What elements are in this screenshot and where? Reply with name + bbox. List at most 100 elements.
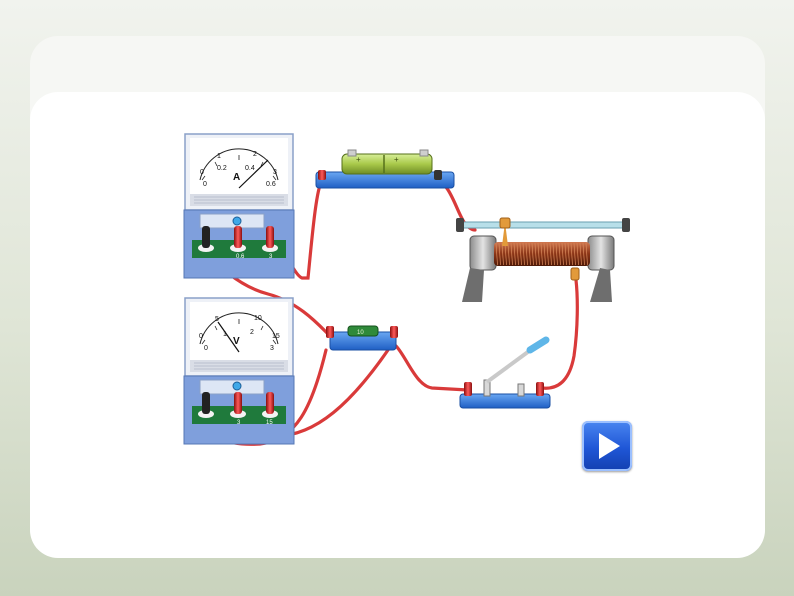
- ammeter-terminal-label-3: 3: [269, 254, 273, 260]
- coil-winding: [528, 242, 531, 266]
- coil-winding: [549, 242, 552, 266]
- wire-switch-rheostat: [540, 278, 579, 390]
- play-button[interactable]: [582, 421, 632, 471]
- rheostat-slider-rod: [459, 221, 627, 229]
- rheostat-end-block-left: [469, 235, 497, 271]
- coil-winding: [561, 242, 564, 266]
- voltmeter-terminal-3[interactable]: [234, 392, 242, 414]
- coil-winding: [573, 242, 576, 266]
- coil-winding: [552, 242, 555, 266]
- ammeter-outer-0: 0: [200, 169, 204, 176]
- ammeter-inner-2: 0.4: [245, 165, 255, 172]
- coil-winding: [540, 242, 543, 266]
- resistor-body: [347, 325, 379, 337]
- coil-winding: [516, 242, 519, 266]
- rheostat-terminal[interactable]: [570, 267, 580, 281]
- coil-winding: [534, 242, 537, 266]
- voltmeter-outer-5: 5: [215, 316, 219, 323]
- ammeter-zero-screw[interactable]: [232, 216, 242, 226]
- battery-terminal-right[interactable]: [434, 170, 442, 180]
- coil-winding: [546, 242, 549, 266]
- coil-winding: [525, 242, 528, 266]
- coil-winding: [498, 242, 501, 266]
- ammeter-outer-2: 2: [253, 151, 257, 158]
- circuit-diagram: 0 1 2 3 0 0.2 0.4 0.6 A 0.6 3: [90, 118, 703, 480]
- resistor-label: 10: [357, 330, 364, 336]
- ammeter: 0 1 2 3 0 0.2 0.4 0.6 A 0.6 3: [183, 133, 295, 279]
- battery-cells: [341, 153, 433, 175]
- voltmeter-inner-0: 0: [204, 345, 208, 352]
- coil-winding: [510, 242, 513, 266]
- coil-winding: [513, 242, 516, 266]
- switch-handle[interactable]: [526, 336, 550, 354]
- switch-base: [459, 393, 551, 409]
- ammeter-terminal-neg[interactable]: [202, 226, 210, 248]
- voltmeter-outer-0: 0: [199, 333, 203, 340]
- voltmeter-terminal-neg[interactable]: [202, 392, 210, 414]
- rheostat-leg-right: [590, 268, 612, 302]
- coil-winding: [570, 242, 573, 266]
- coil-winding: [585, 242, 588, 266]
- resistor-terminal-left[interactable]: [326, 326, 334, 338]
- ammeter-adjust-plate: [199, 213, 265, 229]
- rheostat-end-block-right: [587, 235, 615, 271]
- coil-winding: [567, 242, 570, 266]
- switch-terminal-right[interactable]: [536, 382, 544, 396]
- ammeter-terminal-0-6[interactable]: [234, 226, 242, 248]
- voltmeter-terminal-15[interactable]: [266, 392, 274, 414]
- voltmeter-inner-1: 1: [223, 331, 227, 338]
- coil-winding: [543, 242, 546, 266]
- battery-mark-1: +: [356, 155, 361, 164]
- voltmeter-inner-2: 2: [250, 329, 254, 336]
- coil-winding: [558, 242, 561, 266]
- resistor-terminal-right[interactable]: [390, 326, 398, 338]
- coil-winding: [576, 242, 579, 266]
- voltmeter-terminal-label-15: 15: [266, 420, 273, 426]
- switch-terminal-left[interactable]: [464, 382, 472, 396]
- voltmeter-dial: [190, 302, 288, 360]
- coil-winding: [522, 242, 525, 266]
- ammeter-unit: A: [233, 172, 240, 183]
- ammeter-outer-1: 1: [217, 153, 221, 160]
- ammeter-terminal-3[interactable]: [266, 226, 274, 248]
- coil-winding: [564, 242, 567, 266]
- voltmeter-scale-arc: [199, 312, 279, 345]
- rheostat-leg-left: [462, 268, 484, 302]
- resistor: 10: [326, 325, 398, 351]
- play-icon: [599, 433, 620, 459]
- ammeter-inner-1: 0.2: [217, 165, 227, 172]
- battery-holder: + +: [315, 149, 455, 189]
- coil-winding: [555, 242, 558, 266]
- coil-winding: [507, 242, 510, 266]
- voltmeter-inner-3: 3: [270, 345, 274, 352]
- knife-switch: [459, 336, 551, 409]
- voltmeter-outer-10: 10: [254, 315, 262, 322]
- coil-winding: [579, 242, 582, 266]
- rheostat-slider[interactable]: [502, 222, 508, 246]
- coil-winding: [582, 242, 585, 266]
- ammeter-outer-3: 3: [273, 169, 277, 176]
- rheostat: [456, 217, 630, 302]
- ammeter-terminal-label-0-6: 0.6: [236, 254, 245, 260]
- coil-winding: [531, 242, 534, 266]
- ammeter-needle: [238, 159, 269, 189]
- voltmeter-terminal-label-3: 3: [237, 420, 241, 426]
- battery-mark-2: +: [394, 155, 399, 164]
- voltmeter-unit: V: [233, 336, 240, 347]
- rheostat-rod-end-right: [622, 218, 630, 232]
- voltmeter: 0 5 10 15 0 1 2 3 V 3 15: [183, 297, 295, 445]
- rheostat-rod-end-left: [456, 218, 464, 232]
- coil-winding: [537, 242, 540, 266]
- coil-winding: [504, 242, 507, 266]
- voltmeter-outer-15: 15: [272, 333, 280, 340]
- coil-winding: [519, 242, 522, 266]
- coil-winding: [501, 242, 504, 266]
- voltmeter-zero-screw[interactable]: [232, 381, 242, 391]
- voltmeter-adjust-plate: [199, 379, 265, 395]
- ammeter-scale-arc: [199, 148, 279, 181]
- wire-resistor-switch: [394, 344, 470, 392]
- coil-winding: [495, 242, 498, 266]
- ammeter-inner-0: 0: [203, 181, 207, 188]
- voltmeter-needle: [217, 321, 240, 353]
- battery-terminal-left[interactable]: [318, 170, 326, 180]
